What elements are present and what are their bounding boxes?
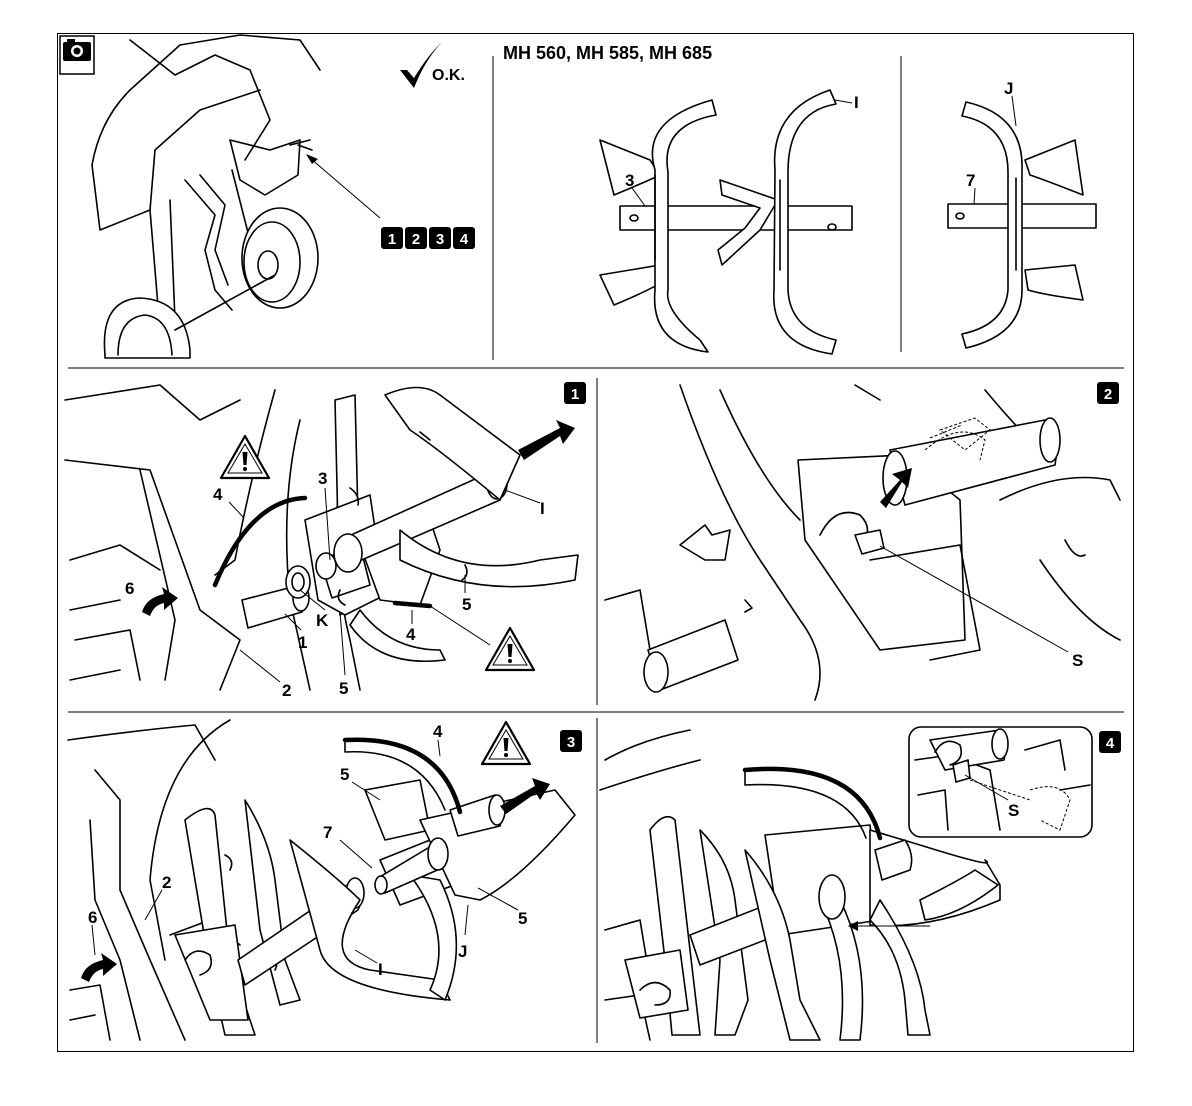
label-2-spring-pin: S	[1072, 651, 1083, 670]
label-1-right: I	[540, 499, 545, 518]
label-single-tine: J	[1004, 79, 1013, 98]
label-1-frame: 2	[282, 681, 291, 700]
label-3-guard: 4	[433, 722, 443, 741]
label-3-shaft: 7	[323, 823, 332, 842]
panel-step-1: 1	[65, 382, 586, 700]
label-3-right: I	[378, 960, 383, 979]
panel-step-2: 2 S	[605, 382, 1120, 700]
label-1-guard: 4	[213, 485, 223, 504]
model-title: MH 560, MH 585, MH 685	[503, 43, 712, 63]
label-3-clip-a: 5	[340, 765, 349, 784]
panel-overview-tiller: O.K. 1 2 3 4	[60, 35, 475, 358]
label-3-clip-b: 5	[518, 909, 527, 928]
detail-inset: S	[909, 727, 1092, 837]
panel-step-3: 3	[68, 720, 582, 1040]
badge-step-2: 2	[1104, 386, 1112, 403]
badge-step-1: 1	[571, 386, 579, 403]
label-3-tine: J	[458, 942, 467, 961]
label-left-tines: 3	[625, 171, 634, 190]
label-1-clip-a: 5	[339, 679, 348, 698]
panel-step-4: 4	[600, 727, 1121, 1040]
label-3-frame: 2	[162, 873, 171, 892]
warning-triangle-icon	[482, 722, 530, 764]
label-1-washer: K	[316, 611, 329, 630]
label-4-spring-pin: S	[1008, 801, 1019, 820]
panel-overview-tines: MH 560, MH 585, MH 685 I 3	[503, 43, 859, 354]
ok-label: O.K.	[432, 67, 465, 84]
warning-triangle-icon	[486, 628, 534, 670]
badge-3: 3	[436, 231, 444, 248]
badge-1: 1	[388, 231, 396, 248]
camera-icon	[60, 36, 94, 74]
step-badges: 1 2 3 4	[381, 227, 475, 249]
label-1-guard-b: 4	[406, 625, 416, 644]
label-right-tines: I	[854, 93, 859, 112]
badge-4: 4	[460, 231, 469, 248]
badge-step-4: 4	[1106, 735, 1115, 752]
label-1-shaft: 1	[298, 633, 307, 652]
label-1-pin: 3	[318, 469, 327, 488]
panel-overview-single: J 7	[948, 79, 1096, 348]
label-1-clip-b: 5	[462, 595, 471, 614]
label-1-push: 6	[125, 579, 134, 598]
label-shaft-7: 7	[966, 171, 975, 190]
badge-step-3: 3	[567, 734, 575, 751]
badge-2: 2	[412, 231, 420, 248]
label-3-push: 6	[88, 908, 97, 927]
